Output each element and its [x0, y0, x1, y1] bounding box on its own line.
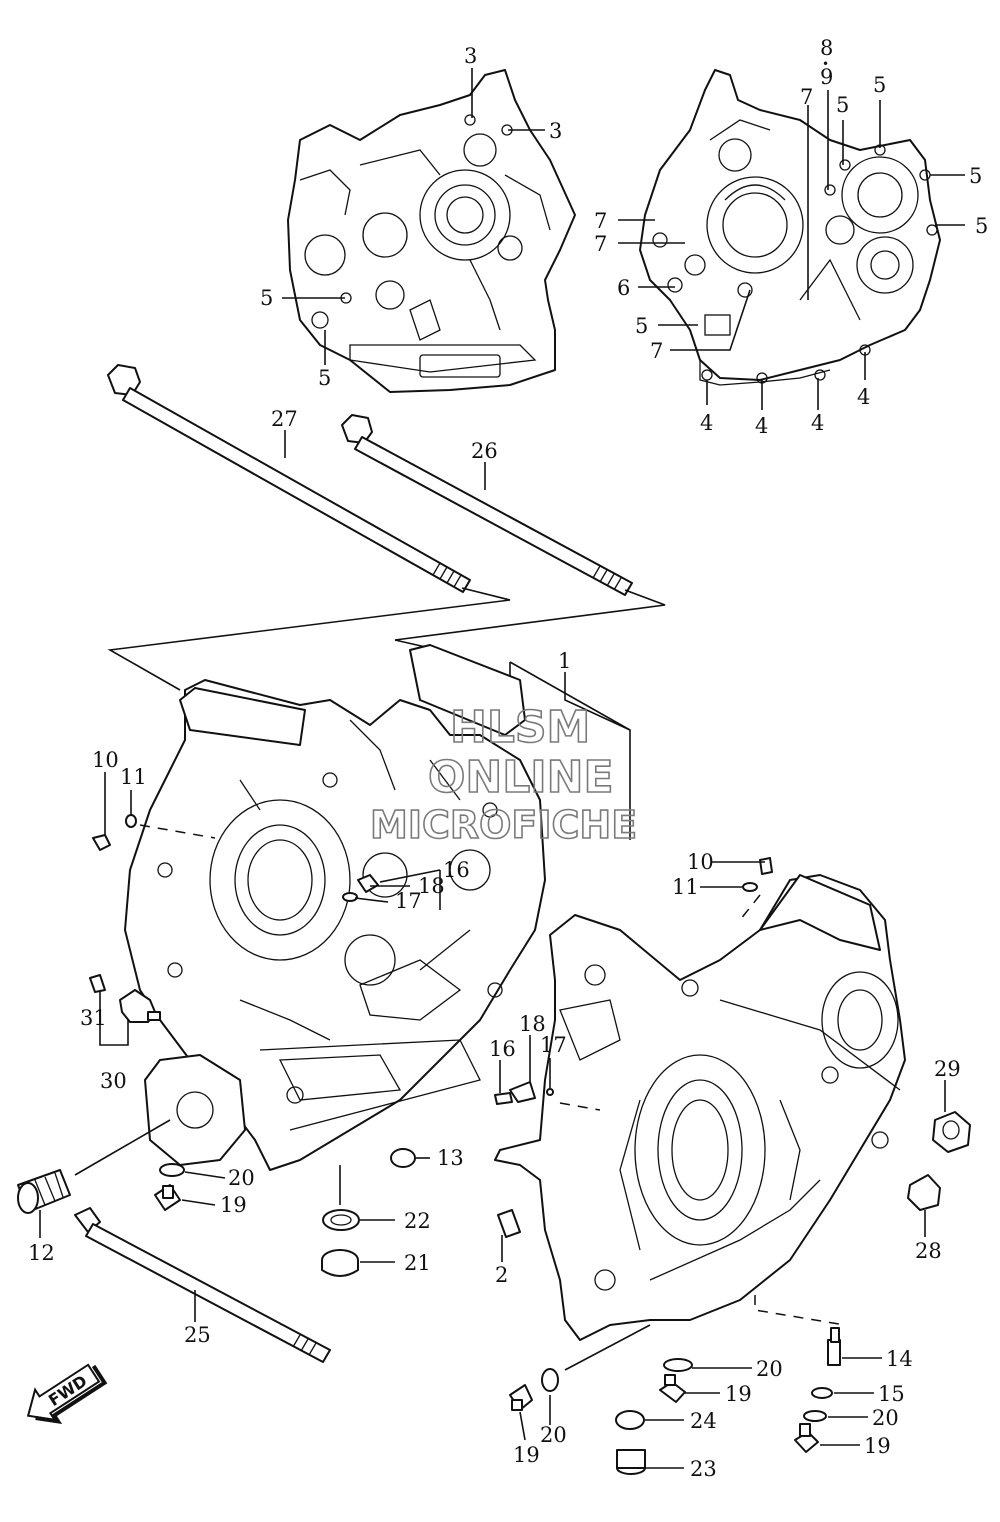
callout-16-right: 16 [489, 1037, 516, 1061]
watermark: HLSM ONLINE MICROFICHE [369, 701, 638, 848]
fwd-arrow: FWD [26, 1363, 108, 1424]
callout-18-left: 18 [418, 874, 445, 898]
callout-10-left: 10 [92, 748, 119, 772]
callout-10-right: 10 [687, 850, 714, 874]
callout-5-right1: 5 [969, 164, 982, 188]
callout-23: 23 [690, 1457, 717, 1481]
callout-7b: 7 [594, 232, 607, 256]
callout-17-right: 17 [540, 1033, 567, 1057]
callout-dot: • [822, 57, 829, 71]
watermark-line2: ONLINE [428, 752, 614, 803]
callout-1: 1 [558, 649, 571, 673]
callout-13: 13 [437, 1146, 464, 1170]
callout-labels: 3 3 5 5 8 • 9 7 5 5 5 5 7 7 6 5 7 4 4 4 … [28, 36, 988, 1481]
callout-12: 12 [28, 1241, 55, 1265]
callout-17-left: 17 [395, 889, 422, 913]
callout-2: 2 [495, 1263, 508, 1287]
callout-5-right2: 5 [975, 214, 988, 238]
left-crankcase-inner-view [287, 69, 576, 393]
callout-19-left: 19 [220, 1193, 247, 1217]
callout-22: 22 [404, 1209, 431, 1233]
callout-21: 21 [404, 1251, 431, 1275]
callout-7-top: 7 [800, 85, 813, 109]
callout-5-mid: 5 [635, 314, 648, 338]
callout-3a: 3 [464, 44, 477, 68]
callout-leaders [39, 68, 965, 1469]
callout-11-left: 11 [120, 765, 147, 789]
callout-4b: 4 [755, 414, 768, 438]
callout-6: 6 [617, 276, 630, 300]
callout-30: 30 [100, 1069, 127, 1093]
left-crankcase-main [124, 644, 546, 1171]
callout-20-b: 20 [540, 1423, 567, 1447]
callout-24: 24 [690, 1409, 717, 1433]
callout-5-top1: 5 [836, 93, 849, 117]
callout-20-d: 20 [872, 1406, 899, 1430]
callout-25: 25 [184, 1323, 211, 1347]
callout-29: 29 [934, 1057, 961, 1081]
callout-4a: 4 [700, 411, 713, 435]
watermark-line1: HLSM [450, 702, 590, 753]
callout-9: 9 [820, 65, 833, 89]
leader-bolts-to-case [107, 587, 511, 691]
callout-31: 31 [80, 1006, 107, 1030]
callout-15: 15 [878, 1382, 905, 1406]
callout-7c: 7 [650, 339, 663, 363]
callout-19-d: 19 [864, 1434, 891, 1458]
callout-14: 14 [886, 1347, 913, 1371]
callout-4c: 4 [811, 411, 824, 435]
watermark-line3: MICROFICHE [370, 803, 637, 847]
callout-28: 28 [915, 1239, 942, 1263]
callout-5-top2: 5 [873, 73, 886, 97]
callout-11-right: 11 [672, 875, 699, 899]
callout-18-right: 18 [519, 1012, 546, 1036]
stud-bolt-27 [107, 364, 471, 593]
right-crankcase-main [494, 874, 906, 1341]
callout-20-left: 20 [228, 1166, 255, 1190]
callout-3b: 3 [549, 119, 562, 143]
callout-5a: 5 [260, 286, 273, 310]
callout-8: 8 [820, 36, 833, 60]
callout-20-c: 20 [756, 1357, 783, 1381]
callout-5b: 5 [318, 366, 331, 390]
callout-4d: 4 [857, 385, 870, 409]
callout-26: 26 [471, 439, 498, 463]
callout-16-left: 16 [443, 858, 470, 882]
stud-bolt-26 [341, 414, 633, 596]
leader-bolt26-to-case [394, 589, 666, 649]
callout-7a: 7 [594, 209, 607, 233]
callout-19-b: 19 [513, 1443, 540, 1467]
callout-19-c: 19 [725, 1382, 752, 1406]
right-crankcase-inner-view [639, 69, 941, 386]
small-parts [17, 814, 971, 1475]
callout-27: 27 [271, 407, 298, 431]
